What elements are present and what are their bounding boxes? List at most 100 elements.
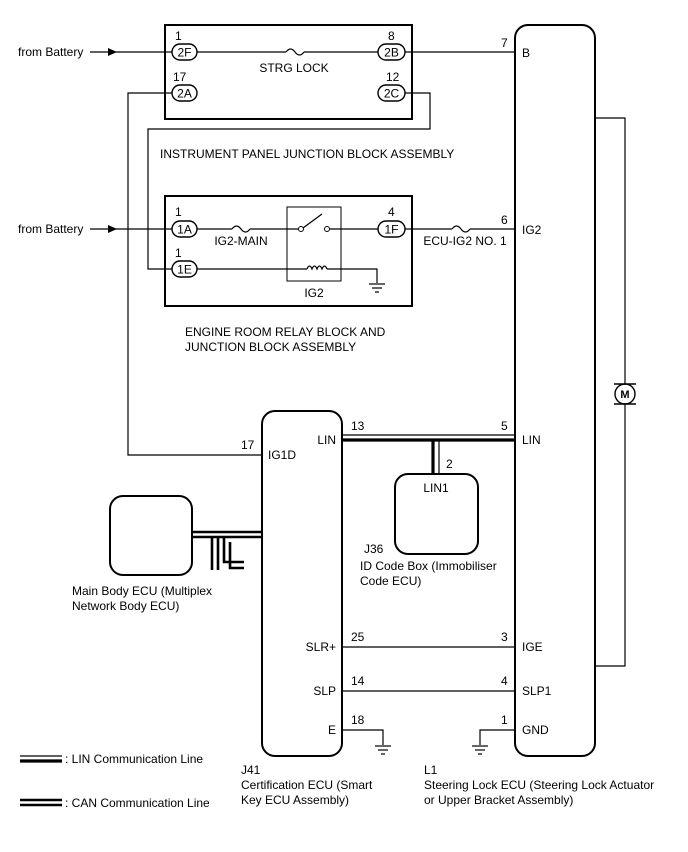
terminal-number: 5 [501, 419, 508, 433]
wire-2a-ig1d [127, 92, 262, 456]
steering-lock-ecu-code: L1 [424, 763, 438, 777]
ig2-main-fuse-icon [231, 225, 251, 233]
terminal-number: 18 [351, 713, 365, 727]
wire-coil-ground [327, 268, 378, 283]
terminal-label: GND [522, 723, 549, 737]
terminal-label: LIN1 [423, 481, 449, 495]
main-body-ecu-name-line2: Network Body ECU) [72, 599, 179, 613]
pin-2c [377, 84, 406, 102]
terminal-label: IG1D [268, 448, 296, 462]
pin-1f [377, 220, 406, 238]
id-code-box [394, 473, 479, 555]
relay-frame [286, 206, 342, 282]
source-label-top: from Battery [18, 45, 83, 59]
pin-number: 1 [175, 205, 182, 219]
relay-coil-icon [306, 265, 328, 271]
pin-number: 1 [175, 29, 182, 43]
pin-number: 1 [175, 246, 182, 260]
certification-ecu-code: J41 [241, 763, 261, 777]
fuse-label: IG2-MAIN [214, 234, 267, 248]
terminal-number: 4 [501, 674, 508, 688]
arrow-icon [108, 48, 117, 56]
wire-e-ground [342, 729, 384, 745]
fuse-label: ECU-IG2 NO. 1 [423, 234, 507, 248]
pin-code: 2B [384, 46, 399, 60]
terminal-label: IG2 [522, 223, 542, 237]
pin-number: 4 [388, 205, 395, 219]
legend-can-label: : CAN Communication Line [65, 796, 210, 810]
engine-room-relay-block [164, 195, 413, 307]
terminal-label: B [522, 46, 530, 60]
source-label-mid: from Battery [18, 222, 83, 236]
terminal-number: 13 [351, 419, 365, 433]
terminal-number: 2 [446, 457, 453, 471]
pin-number: 8 [388, 29, 395, 43]
steering-lock-ecu-name-line2: or Upper Bracket Assembly) [424, 793, 573, 807]
id-code-box-code: J36 [364, 542, 384, 556]
pin-code: 1F [384, 223, 398, 237]
terminal-number: 3 [501, 630, 508, 644]
main-body-ecu [109, 495, 193, 576]
id-code-box-body [394, 473, 479, 555]
terminal-number: 14 [351, 674, 365, 688]
steering-lock-ecu [514, 24, 596, 757]
pin-2a [171, 84, 198, 102]
main-body-ecu-box [109, 495, 193, 576]
terminal-number: 25 [351, 630, 365, 644]
terminal-number: 7 [501, 36, 508, 50]
id-code-box-name-line1: ID Code Box (Immobiliser [360, 559, 497, 573]
terminal-label: IGE [522, 640, 543, 654]
relay-contact-icon [298, 226, 304, 232]
pin-2b [377, 43, 406, 61]
ig2-relay [286, 206, 378, 282]
ground-icon [375, 745, 391, 755]
pin-1a [171, 220, 198, 238]
fuse-label: STRG LOCK [259, 61, 328, 75]
pin-code: 1A [177, 223, 192, 237]
terminal-number: 17 [241, 438, 255, 452]
ground-icon [472, 745, 488, 755]
can-bus [192, 530, 262, 570]
lin-bus [342, 434, 515, 474]
legend-lin-label: : LIN Communication Line [65, 752, 203, 766]
instrument-panel-junction-block [164, 24, 413, 120]
motor-label: M [620, 389, 629, 401]
pin-number: 12 [386, 70, 400, 84]
arrow-icon [108, 225, 117, 233]
terminal-label: E [328, 723, 336, 737]
motor-circuit [595, 117, 636, 667]
terminal-label: SLP1 [522, 684, 552, 698]
certification-ecu-box [261, 410, 343, 757]
engine-room-rb-title-line2: JUNCTION BLOCK ASSEMBLY [185, 340, 356, 354]
terminal-number: 1 [501, 713, 508, 727]
terminal-label: SLP [313, 684, 336, 698]
id-code-box-name-line2: Code ECU) [360, 574, 421, 588]
pin-code: 1E [177, 263, 192, 277]
ground-icon [369, 283, 385, 293]
pin-code: 2A [177, 87, 192, 101]
pin-code: 2C [384, 87, 400, 101]
instrument-panel-jb-box [164, 24, 413, 120]
legend-lin-symbol [20, 755, 62, 763]
pin-2f [171, 43, 198, 61]
terminal-number: 6 [501, 213, 508, 227]
ecu-ig2-fuse-icon [451, 225, 471, 233]
wire-gnd-ground [479, 729, 515, 745]
strg-lock-fuse-icon [285, 48, 305, 56]
pin-code: 2F [177, 46, 191, 60]
steering-lock-ecu-box [514, 24, 596, 757]
relay-label: IG2 [304, 286, 324, 300]
wire-2c-1e [147, 92, 431, 270]
pin-number: 17 [173, 70, 187, 84]
terminal-label: SLR+ [306, 640, 336, 654]
steering-lock-ecu-name-line1: Steering Lock ECU (Steering Lock Actuato… [424, 778, 654, 792]
instrument-panel-jb-title: INSTRUMENT PANEL JUNCTION BLOCK ASSEMBLY [160, 147, 454, 161]
terminal-label: LIN [317, 433, 336, 447]
certification-ecu [261, 410, 343, 757]
relay-contact-icon [324, 226, 330, 232]
certification-ecu-name-line1: Certification ECU (Smart [241, 778, 373, 792]
legend: : LIN Communication Line : CAN Communica… [20, 752, 210, 810]
engine-room-rb-box [164, 195, 413, 307]
certification-ecu-name-line2: Key ECU Assembly) [241, 793, 349, 807]
